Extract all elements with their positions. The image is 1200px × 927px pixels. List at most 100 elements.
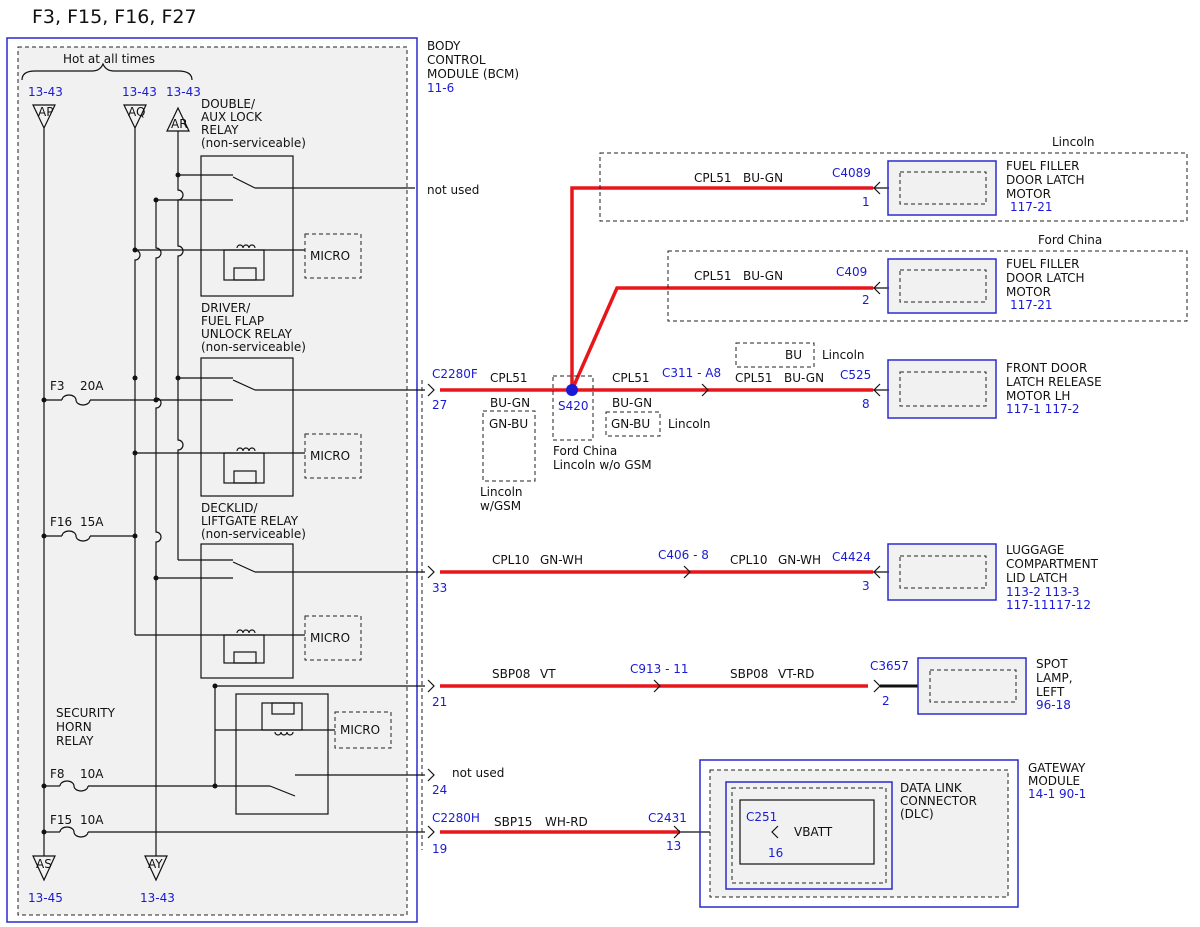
splice-aq xyxy=(123,104,147,130)
comp-fuel-lincoln-ref: 117-21 xyxy=(1010,200,1053,214)
connector-c409: C409 xyxy=(836,265,867,279)
splice-aq-label: AQ xyxy=(128,105,145,119)
connector-c4424: C4424 xyxy=(832,550,871,564)
relay3-coil xyxy=(236,629,256,634)
splice-as-ref: 13-45 xyxy=(28,891,63,905)
pin-c2431: 13 xyxy=(666,839,681,853)
arrow-27 xyxy=(427,383,435,397)
bcm-title-2: CONTROL xyxy=(427,53,486,67)
connector-c4089: C4089 xyxy=(832,166,871,180)
dlc-name-1: DATA LINK xyxy=(900,781,963,795)
wire-cpl51-lincoln xyxy=(570,186,873,390)
relay4-resistor xyxy=(271,702,295,715)
splice-ay-label: AY xyxy=(148,857,163,871)
label-bu: BU xyxy=(785,348,802,362)
relay4-label-2: HORN xyxy=(56,720,92,734)
bcm-ref: 11-6 xyxy=(427,81,454,95)
splice-aq-ref: 13-43 xyxy=(122,85,157,99)
pin-19: 19 xyxy=(432,842,447,856)
relay4-label-3: RELAY xyxy=(56,734,94,748)
comp-c251-box xyxy=(739,799,875,865)
relay1-not-used: not used xyxy=(427,183,479,197)
arrow-33 xyxy=(427,565,435,579)
relay1-label-2: AUX LOCK xyxy=(201,110,263,124)
fuse-f15-id: F15 xyxy=(50,813,72,827)
pin-21: 21 xyxy=(432,695,447,709)
splice-ap-ref: 13-43 xyxy=(28,85,63,99)
hot-label: Hot at all times xyxy=(63,52,155,66)
bus-ar xyxy=(177,131,184,560)
relay2-label-1: DRIVER/ xyxy=(201,301,251,315)
label-lincoln-b: Lincoln xyxy=(668,417,711,431)
connector-c406: C406 - 8 xyxy=(658,548,709,562)
gateway-name-1: GATEWAY xyxy=(1028,761,1086,775)
relay3-label-1: DECKLID/ xyxy=(201,501,259,515)
comp-luggage-inner xyxy=(899,555,987,589)
splice-as-label: AS xyxy=(36,857,52,871)
splice-s420-note-2: Lincoln w/o GSM xyxy=(553,458,652,472)
c406-arrow xyxy=(683,565,691,579)
dlc-name-2: CONNECTOR xyxy=(900,794,977,808)
label-cpl51-e: CPL51 xyxy=(694,269,732,283)
relay4-micro-label: MICRO xyxy=(340,723,380,737)
fuse-f8-rating: 10A xyxy=(80,767,104,781)
comp-spot-lamp-name-3: LEFT xyxy=(1036,685,1065,699)
relay3-label-3: (non-serviceable) xyxy=(201,527,306,541)
fuse-f3-symbol xyxy=(61,394,91,406)
comp-luggage-name-3: LID LATCH xyxy=(1006,571,1068,585)
splice-s420-note-1: Ford China xyxy=(553,444,617,458)
relay2-box xyxy=(200,357,294,497)
relay2-label-4: (non-serviceable) xyxy=(201,340,306,354)
bcm-interior xyxy=(18,47,407,915)
relay1-label-3: RELAY xyxy=(201,123,239,137)
splice-s420-label: S420 xyxy=(558,399,589,413)
connector-c311: C311 - A8 xyxy=(662,366,721,380)
label-sbp15: SBP15 xyxy=(494,815,532,829)
gateway-refs: 14-1 90-1 xyxy=(1028,787,1086,801)
box-bu-lincoln xyxy=(735,342,815,368)
relay1-label-4: (non-serviceable) xyxy=(201,136,306,150)
c251-arrow xyxy=(771,825,779,839)
c3657-arrow xyxy=(873,679,881,693)
comp-fuel-lincoln xyxy=(887,160,997,216)
relay2-resistor xyxy=(233,470,257,484)
dlc-name-3: (DLC) xyxy=(900,807,934,821)
splice-ap-label: AP xyxy=(38,105,53,119)
fuse-f8-symbol xyxy=(59,780,89,792)
connector-c251: C251 xyxy=(746,810,777,824)
relay3-micro-label: MICRO xyxy=(310,631,350,645)
splice-s420-dot xyxy=(566,384,578,396)
fuse-f3-rating: 20A xyxy=(80,379,104,393)
relay3-label-2: LIFTGATE RELAY xyxy=(201,514,299,528)
comp-fuel-lincoln-name-1: FUEL FILLER xyxy=(1006,159,1080,173)
label-vt-rd: VT-RD xyxy=(778,667,814,681)
comp-fuel-china-ref: 117-21 xyxy=(1010,298,1053,312)
relay4-label-1: SECURITY xyxy=(56,706,116,720)
c311-arrow xyxy=(701,383,709,397)
group-china-fuel xyxy=(667,250,1188,322)
pin-33: 33 xyxy=(432,581,447,595)
fuse-f16-id: F16 xyxy=(50,515,72,529)
comp-fuel-china xyxy=(887,258,997,314)
pin-27: 27 xyxy=(432,398,447,412)
comp-fuel-china-name-1: FUEL FILLER xyxy=(1006,257,1080,271)
arrow-19 xyxy=(427,825,435,839)
relay2-label-3: UNLOCK RELAY xyxy=(201,327,293,341)
relay2-label-2: FUEL FLAP xyxy=(201,314,264,328)
pin-24: 24 xyxy=(432,783,447,797)
comp-luggage-name-1: LUGGAGE xyxy=(1006,543,1064,557)
wire-cpl51-china xyxy=(570,286,873,391)
relay1-micro xyxy=(304,233,362,279)
splice-ay-ref: 13-43 xyxy=(140,891,175,905)
relay2-micro-label: MICRO xyxy=(310,449,350,463)
connector-c3657: C3657 xyxy=(870,659,909,673)
vbatt-label: VBATT xyxy=(794,825,833,839)
label-lincoln-c: Lincoln xyxy=(822,348,865,362)
relay1-micro-label: MICRO xyxy=(310,249,350,263)
pin-c251: 16 xyxy=(768,846,783,860)
comp-gateway-inner xyxy=(709,769,1009,898)
comp-fuel-lincoln-inner xyxy=(899,171,987,205)
comp-dlc xyxy=(725,781,893,890)
comp-fuel-lincoln-bg xyxy=(889,162,995,214)
